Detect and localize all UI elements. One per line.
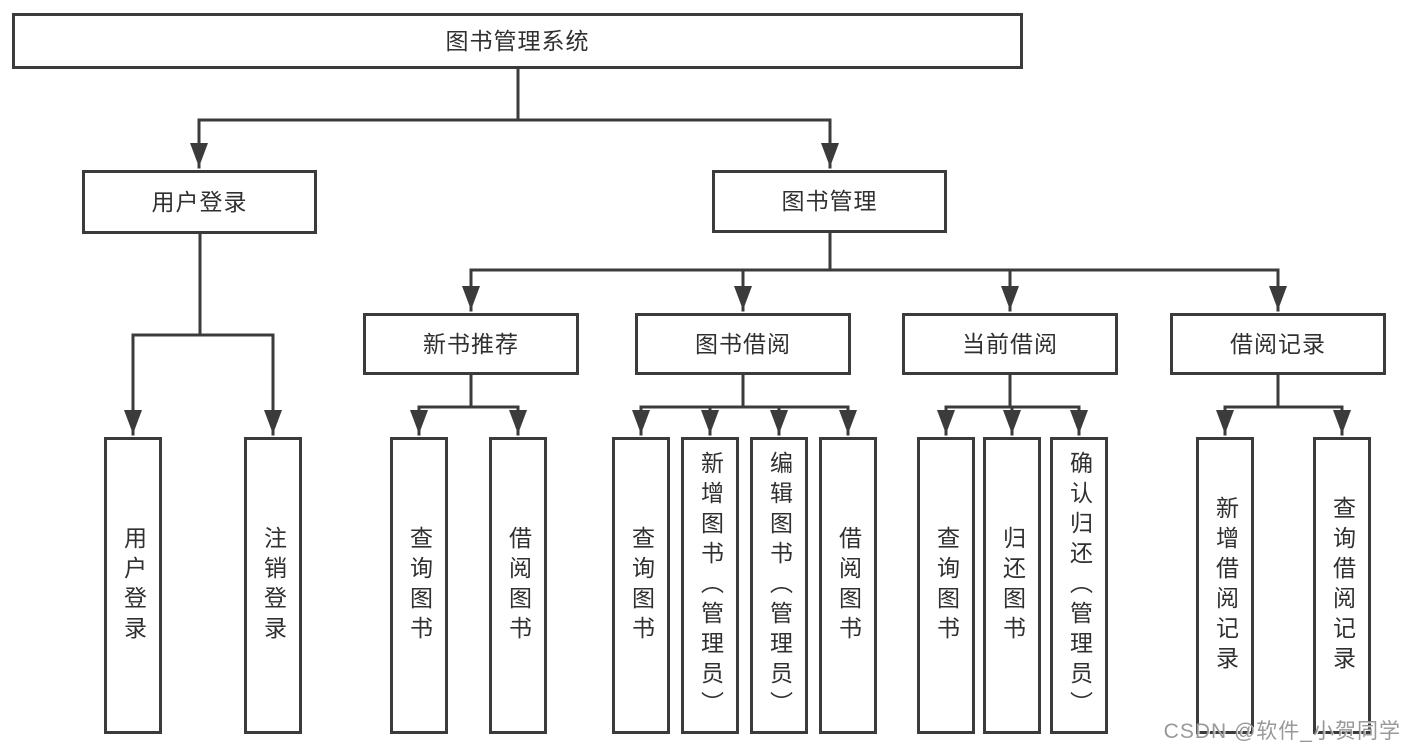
node-label-new-book-recommend: 新书推荐 [423, 330, 519, 357]
watermark-text: CSDN @软件_小贺同学 [1163, 720, 1401, 743]
node-label-query-books-1: 查询图书 [406, 525, 433, 646]
node-borrow-books-1: 借阅图书 [489, 437, 547, 734]
node-label-add-borrow-record: 新增借阅记录 [1212, 495, 1239, 676]
node-query-books-1: 查询图书 [390, 437, 448, 734]
node-new-book-recommend: 新书推荐 [363, 313, 579, 375]
node-confirm-return-admin: 确认归还（管理员） [1050, 437, 1108, 734]
node-label-query-books-3: 查询图书 [933, 525, 960, 646]
node-label-return-books: 归还图书 [999, 525, 1026, 646]
node-query-borrow-record: 查询借阅记录 [1313, 437, 1371, 734]
node-root: 图书管理系统 [12, 13, 1023, 69]
node-label-query-books-2: 查询图书 [628, 525, 655, 646]
node-book-management: 图书管理 [712, 170, 947, 233]
node-label-logout: 注销登录 [260, 525, 287, 646]
node-label-add-books-admin: 新增图书（管理员） [697, 450, 724, 721]
node-edit-books-admin: 编辑图书（管理员） [750, 437, 808, 734]
node-label-borrow-books-1: 借阅图书 [505, 525, 532, 646]
node-label-book-borrowing: 图书借阅 [695, 330, 791, 357]
node-label-current-borrowing: 当前借阅 [962, 330, 1058, 357]
node-add-books-admin: 新增图书（管理员） [681, 437, 739, 734]
node-label-confirm-return-admin: 确认归还（管理员） [1066, 450, 1093, 721]
node-user-login-group: 用户登录 [82, 170, 317, 234]
node-query-books-2: 查询图书 [612, 437, 670, 734]
node-label-borrow-books-2: 借阅图书 [835, 525, 862, 646]
node-label-edit-books-admin: 编辑图书（管理员） [766, 450, 793, 721]
node-return-books: 归还图书 [983, 437, 1041, 734]
node-logout: 注销登录 [244, 437, 302, 734]
node-label-book-management: 图书管理 [781, 188, 878, 214]
node-borrow-books-2: 借阅图书 [819, 437, 877, 734]
node-borrowing-records: 借阅记录 [1170, 313, 1386, 375]
node-label-user-login: 用户登录 [120, 525, 147, 646]
node-query-books-3: 查询图书 [917, 437, 975, 734]
node-label-query-borrow-record: 查询借阅记录 [1329, 495, 1356, 676]
node-user-login: 用户登录 [104, 437, 162, 734]
node-label-borrowing-records: 借阅记录 [1230, 330, 1326, 357]
node-book-borrowing: 图书借阅 [635, 313, 851, 375]
node-label-root: 图书管理系统 [445, 27, 590, 54]
node-current-borrowing: 当前借阅 [902, 313, 1118, 375]
node-add-borrow-record: 新增借阅记录 [1196, 437, 1254, 734]
node-label-user-login-group: 用户登录 [151, 188, 248, 215]
